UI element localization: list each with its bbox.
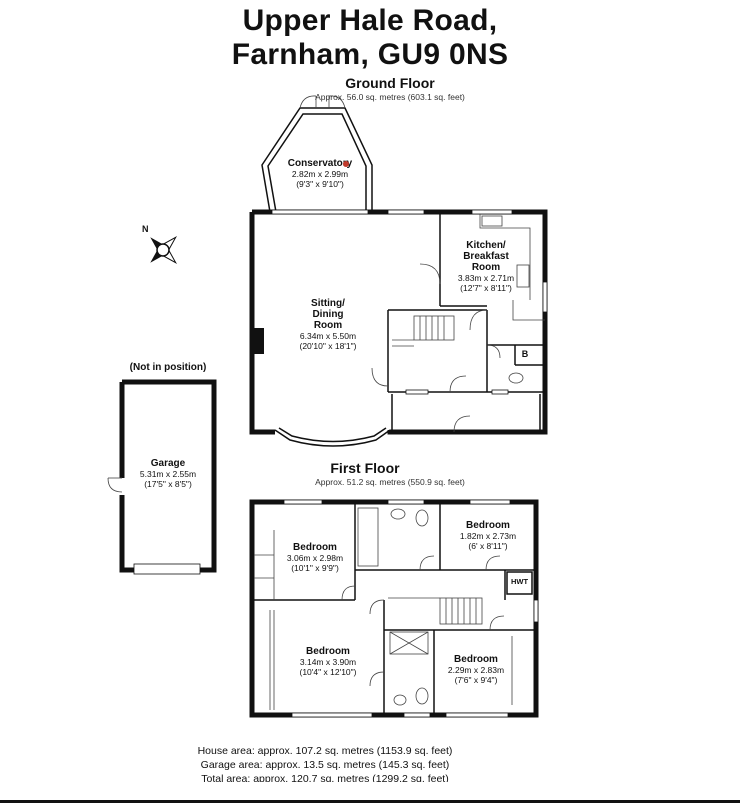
first-outer-walls	[249, 499, 539, 718]
ground-floor-plan	[249, 95, 548, 447]
garage-door	[133, 563, 201, 575]
room-name-line-1: Kitchen/	[466, 240, 506, 251]
room-imperial: (10'1" x 9'9")	[291, 563, 339, 573]
room-metric: 6.34m x 5.50m	[299, 331, 357, 341]
fireplace	[254, 328, 264, 354]
bay-window	[274, 429, 391, 447]
conservatory-door-swing	[299, 95, 317, 109]
room-metric: 3.83m x 2.71m	[457, 273, 515, 283]
room-name-line-3: Room	[471, 262, 501, 273]
ground-outer-walls	[252, 209, 548, 435]
room-metric: 3.06m x 2.98m	[286, 553, 344, 563]
room-bedroom-2: Bedroom 1.82m x 2.73m (6' x 8'11")	[446, 520, 530, 551]
bath-icon	[357, 507, 379, 567]
room-metric: 5.31m x 2.55m	[139, 469, 197, 479]
room-metric: 3.14m x 3.90m	[299, 657, 357, 667]
room-imperial: (12'7" x 8'11")	[460, 283, 512, 293]
room-imperial: (7'6" x 9'4")	[454, 675, 498, 685]
room-name: Garage	[150, 458, 186, 469]
hwt-cupboard	[506, 571, 533, 595]
stairs-first	[388, 597, 483, 625]
bottom-divider	[0, 800, 740, 803]
room-name-line-2: Dining	[312, 309, 344, 320]
garage-note: (Not in position)	[129, 362, 207, 373]
room-name-line-3: Room	[313, 320, 343, 331]
room-metric: 2.82m x 2.99m	[291, 169, 349, 179]
garage-plan	[107, 379, 217, 575]
title-line-1: Upper Hale Road,	[242, 4, 498, 37]
ground-floor-heading: Ground Floor	[345, 75, 435, 91]
room-name: Bedroom	[293, 542, 337, 553]
first-floor-plan	[249, 499, 539, 718]
room-bedroom-1: Bedroom 3.06m x 2.98m (10'1" x 9'9")	[272, 542, 358, 573]
sink-icon	[481, 215, 503, 227]
hwt-label: HWT	[510, 577, 529, 586]
kitchen-worktop	[479, 214, 531, 300]
room-name: Bedroom	[306, 646, 350, 657]
room-kitchen: Kitchen/ Breakfast Room 3.83m x 2.71m (1…	[446, 240, 526, 293]
boiler-label: B	[521, 349, 529, 359]
room-name: Bedroom	[454, 654, 498, 665]
hob-icon	[516, 264, 530, 288]
room-imperial: (17'5" x 8'5")	[144, 479, 192, 489]
room-imperial: (20'10" x 18'1")	[299, 341, 357, 351]
toilet-icon	[415, 509, 429, 527]
room-conservatory: Conservatory 2.82m x 2.99m (9'3" x 9'10"…	[270, 158, 370, 189]
room-imperial: (10'4" x 12'10")	[299, 667, 357, 677]
compass-rose-icon	[150, 235, 178, 265]
garage-side-door	[107, 477, 123, 493]
room-name: Conservatory	[287, 158, 353, 169]
room-garage: Garage 5.31m x 2.55m (17'5" x 8'5")	[122, 458, 214, 489]
footer-total-area: Total area: approx. 120.7 sq. metres (12…	[201, 773, 449, 782]
shower-icon	[389, 631, 429, 655]
room-imperial: (6' x 8'11")	[468, 541, 508, 551]
room-metric: 1.82m x 2.73m	[459, 531, 517, 541]
room-name-line-1: Sitting/	[311, 298, 345, 309]
first-floor-heading: First Floor	[330, 460, 400, 476]
compass-north-label: N	[142, 224, 149, 234]
title-line-2: Farnham, GU9 0NS	[231, 38, 509, 71]
room-metric: 2.29m x 2.83m	[447, 665, 505, 675]
first-floor-area: Approx. 51.2 sq. metres (550.9 sq. feet)	[315, 477, 465, 487]
wc-icon	[508, 372, 524, 384]
basin-icon	[390, 508, 406, 520]
room-sitting-dining: Sitting/ Dining Room 6.34m x 5.50m (20'1…	[278, 298, 378, 351]
footer-house-area: House area: approx. 107.2 sq. metres (11…	[197, 745, 453, 757]
room-bedroom-4: Bedroom 2.29m x 2.83m (7'6" x 9'4")	[440, 654, 512, 685]
room-imperial: (9'3" x 9'10")	[296, 179, 344, 189]
conservatory-walls	[261, 107, 373, 213]
location-dot-icon	[343, 161, 349, 167]
room-bedroom-3: Bedroom 3.14m x 3.90m (10'4" x 12'10")	[280, 646, 376, 677]
stairs-ground	[392, 315, 455, 347]
room-name: Bedroom	[466, 520, 510, 531]
ground-floor-area: Approx. 56.0 sq. metres (603.1 sq. feet)	[315, 92, 465, 102]
room-name-line-2: Breakfast	[463, 251, 509, 262]
footer-garage-area: Garage area: approx. 13.5 sq. metres (14…	[200, 759, 450, 771]
